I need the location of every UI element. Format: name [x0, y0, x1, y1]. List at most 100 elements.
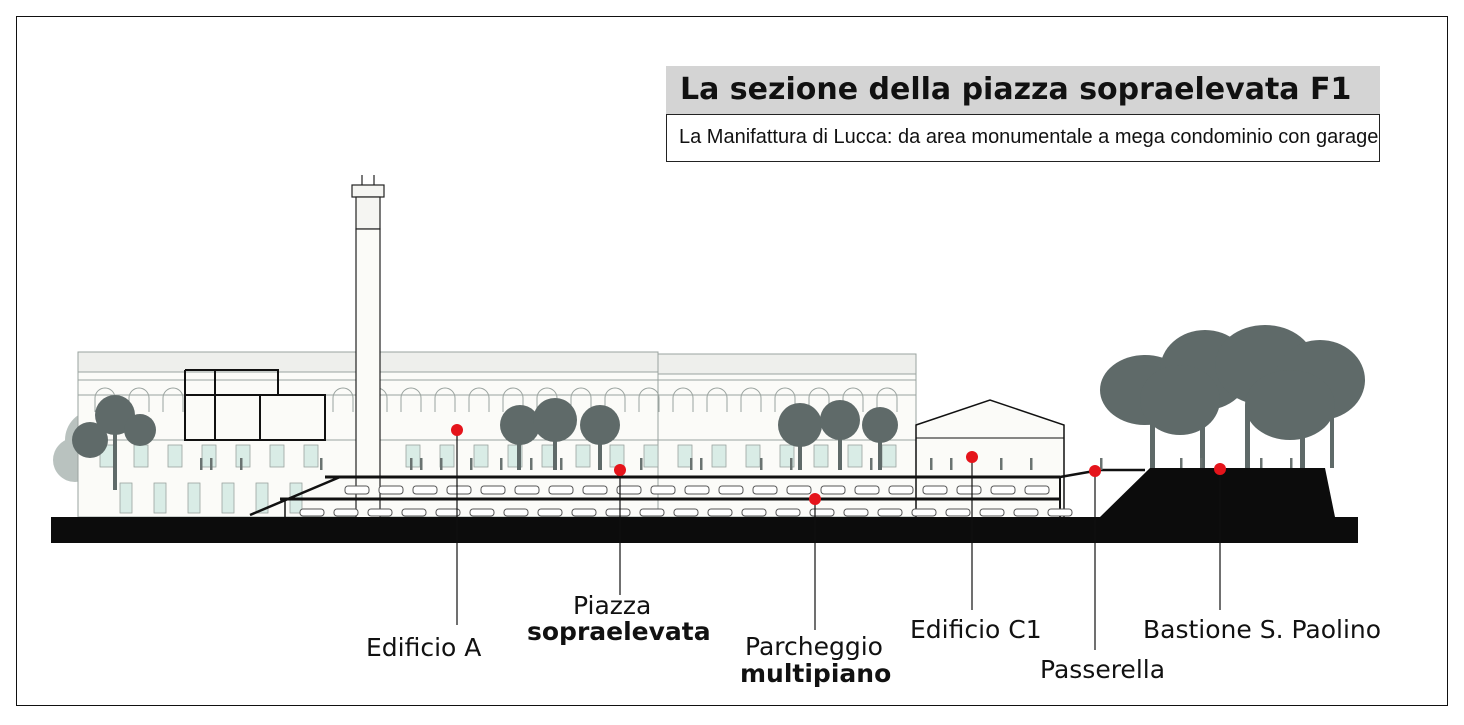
car: [401, 508, 427, 517]
marker-passerella: [1089, 465, 1101, 477]
car: [435, 508, 461, 517]
person: [700, 458, 703, 470]
person: [1260, 458, 1263, 470]
car: [843, 508, 869, 517]
arch-window: [842, 387, 864, 412]
people-silhouettes: [200, 458, 1293, 470]
car: [673, 508, 699, 517]
person: [210, 458, 213, 470]
window: [813, 444, 829, 468]
car: [684, 485, 710, 495]
diagram-title: La sezione della piazza sopraelevata F1: [666, 66, 1380, 114]
person: [410, 458, 413, 470]
window: [711, 444, 727, 468]
marker-parcheggio: [809, 493, 821, 505]
person: [1200, 458, 1203, 470]
ground-slab: [51, 517, 1358, 543]
arch-window: [128, 387, 150, 412]
label-edificio-a: Edificio A: [366, 633, 482, 662]
person: [1000, 458, 1003, 470]
person: [790, 458, 793, 470]
car: [412, 485, 438, 495]
car: [786, 485, 812, 495]
person: [950, 458, 953, 470]
window: [153, 482, 167, 514]
car: [707, 508, 733, 517]
marker-bastione: [1214, 463, 1226, 475]
bastione-wall: [1100, 468, 1335, 517]
car: [1047, 508, 1073, 517]
car: [854, 485, 880, 495]
person: [1180, 458, 1183, 470]
car: [1024, 485, 1050, 495]
car: [775, 508, 801, 517]
car: [299, 508, 325, 517]
arch-window: [162, 387, 184, 412]
car: [1013, 508, 1039, 517]
annex-structure: [184, 369, 326, 441]
person: [870, 458, 873, 470]
marker-edificio-a: [451, 424, 463, 436]
car: [537, 508, 563, 517]
person: [240, 458, 243, 470]
marker-edificio-c1: [966, 451, 978, 463]
car: [514, 485, 540, 495]
label-parcheggio-line1: Parcheggio: [745, 632, 883, 661]
arch-window: [332, 387, 354, 412]
label-bastione: Bastione S. Paolino: [1143, 615, 1382, 644]
car: [650, 485, 676, 495]
arched-windows: [94, 387, 898, 412]
car: [718, 485, 744, 495]
ground-floor-windows: [99, 444, 897, 514]
person: [420, 458, 423, 470]
diagram-subtitle: La Manifattura di Lucca: da area monumen…: [666, 114, 1380, 162]
window: [221, 482, 235, 514]
marker-piazza: [614, 464, 626, 476]
arch-window: [604, 387, 626, 412]
car: [979, 508, 1005, 517]
arch-window: [808, 387, 830, 412]
car: [877, 508, 903, 517]
window: [439, 444, 455, 468]
arch-window: [672, 387, 694, 412]
car: [809, 508, 835, 517]
label-passerella: Passerella: [1040, 655, 1166, 684]
label-piazza-line1: Piazza: [573, 591, 652, 620]
window: [643, 444, 659, 468]
car: [582, 485, 608, 495]
car: [571, 508, 597, 517]
leader-lines: [456, 430, 1221, 650]
car: [956, 485, 982, 495]
window: [133, 444, 149, 468]
car: [333, 508, 359, 517]
arch-window: [706, 387, 728, 412]
person: [200, 458, 203, 470]
car: [888, 485, 914, 495]
person: [1100, 458, 1103, 470]
diagram-frame: [16, 16, 1448, 706]
window: [255, 482, 269, 514]
left-dark-trees: [72, 395, 156, 490]
car: [945, 508, 971, 517]
car: [503, 508, 529, 517]
edificio-c1-building: [915, 399, 1065, 521]
window: [119, 482, 133, 514]
window: [303, 444, 319, 468]
arch-window: [536, 387, 558, 412]
arch-window: [570, 387, 592, 412]
courtyard-trees: [500, 398, 898, 470]
car: [469, 508, 495, 517]
car: [616, 485, 642, 495]
arch-window: [638, 387, 660, 412]
window: [167, 444, 183, 468]
car: [548, 485, 574, 495]
location-markers: [451, 424, 1226, 505]
window: [677, 444, 693, 468]
arch-window: [774, 387, 796, 412]
arch-window: [468, 387, 490, 412]
person: [530, 458, 533, 470]
bastione-trees: [1100, 325, 1365, 468]
parked-cars: [299, 485, 1073, 517]
person: [1030, 458, 1033, 470]
car: [639, 508, 665, 517]
